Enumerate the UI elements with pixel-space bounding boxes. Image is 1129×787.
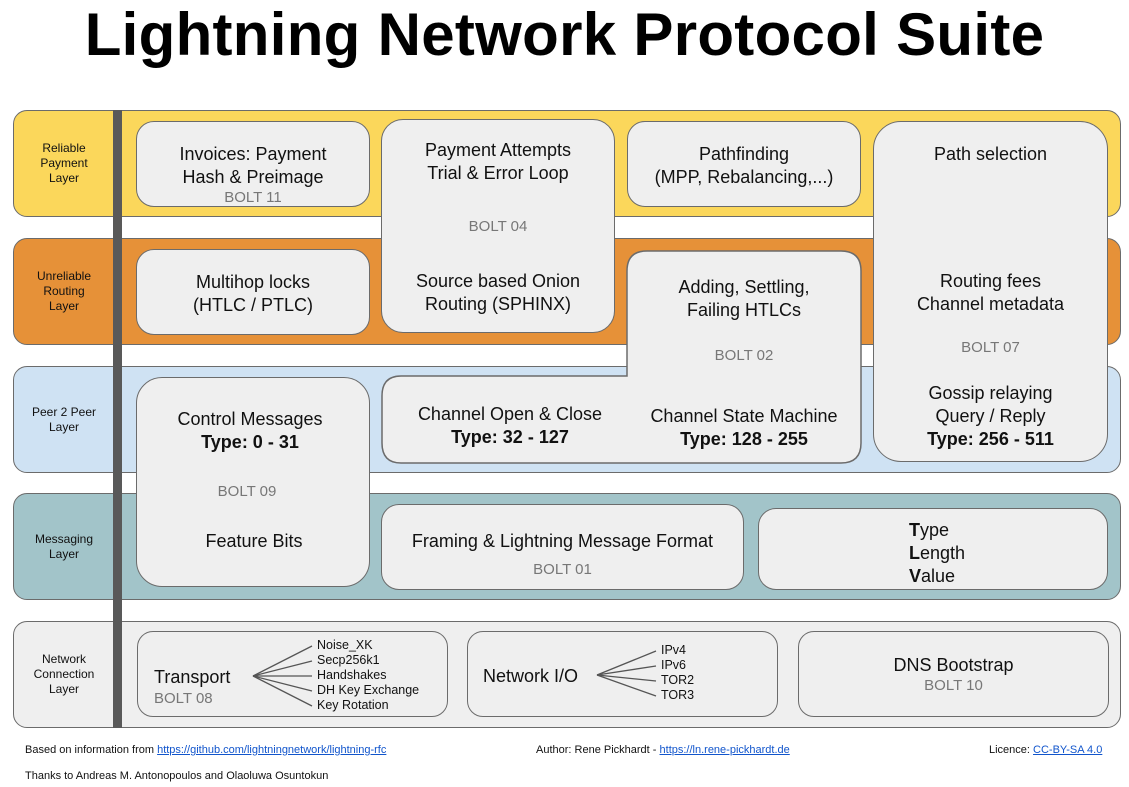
- dns-label: DNS Bootstrap: [893, 655, 1014, 675]
- htlc-line1: Adding, Settling,: [678, 277, 810, 297]
- control-type-range: Type: 0 - 31: [201, 432, 299, 452]
- tlv-type: Type: [909, 519, 949, 542]
- invoices-bolt: BOLT 11: [224, 189, 282, 206]
- onion-routing-line1: Source based Onion: [415, 271, 581, 291]
- box-path-selection: [873, 121, 1108, 462]
- footer-author-text: Author: Rene Pickhardt -: [536, 744, 660, 756]
- footer-source-text: Based on information from: [25, 744, 158, 756]
- transport-bolt: BOLT 08: [154, 690, 213, 707]
- box-pathfinding: [627, 121, 861, 207]
- channel-state-machine-line: Channel State Machine: [650, 406, 838, 426]
- tlv-value: Value: [909, 565, 955, 588]
- dns-bolt: BOLT 10: [924, 677, 983, 694]
- pathfinding-line2: (MPP, Rebalancing,...): [654, 167, 834, 187]
- tlv-type-rest: ype: [920, 520, 950, 540]
- tlv-value-initial: V: [909, 566, 922, 586]
- box-payment-attempts: [381, 119, 615, 333]
- query-reply-line: Query / Reply: [935, 406, 1046, 426]
- gossip-type-range: Type: 256 - 511: [927, 429, 1054, 449]
- channel-state-type-range: Type: 128 - 255: [680, 429, 808, 449]
- channel-open-close-line: Channel Open & Close: [417, 404, 603, 424]
- network-io-item: IPv4: [661, 643, 687, 657]
- path-selection-line1: Path selection: [933, 144, 1048, 164]
- control-bolt: BOLT 09: [217, 483, 277, 500]
- tlv-type-initial: T: [909, 520, 920, 540]
- htlc-line2: Failing HTLCs: [686, 300, 802, 320]
- tlv-length: Length: [909, 542, 965, 565]
- onion-routing-line2: Routing (SPHINX): [424, 294, 572, 314]
- network-io-label: Network I/O: [483, 666, 579, 686]
- footer-source: Based on information from https://github…: [25, 744, 386, 756]
- box-invoices: [136, 121, 370, 207]
- feature-bits-line: Feature Bits: [205, 531, 303, 551]
- box-htlc-channel: [381, 250, 862, 464]
- box-tlv: [758, 508, 1108, 590]
- network-io-item: IPv6: [661, 658, 687, 672]
- path-selection-bolt: BOLT 07: [961, 339, 1020, 356]
- framing-bolt: BOLT 01: [533, 561, 592, 578]
- tlv-value-rest: alue: [921, 566, 956, 586]
- transport-item: Key Rotation: [317, 698, 389, 712]
- vertical-divider: [113, 110, 122, 728]
- pathfinding-line1: Pathfinding: [698, 144, 790, 164]
- invoices-line1: Invoices: Payment: [179, 144, 327, 164]
- box-transport: [137, 631, 448, 717]
- box-multihop-locks: [136, 249, 370, 335]
- box-network-io: [467, 631, 778, 717]
- routing-fees-line: Routing fees: [939, 271, 1042, 291]
- tlv-length-initial: L: [909, 543, 920, 563]
- control-messages-line: Control Messages: [177, 409, 323, 429]
- footer-author-link[interactable]: https://ln.rene-pickhardt.de: [659, 744, 790, 756]
- transport-fan-lines: [252, 645, 313, 707]
- multihop-line2: (HTLC / PTLC): [192, 295, 313, 315]
- tlv-length-rest: ength: [920, 543, 966, 563]
- gossip-relaying-line: Gossip relaying: [928, 383, 1053, 403]
- network-io-item: TOR2: [661, 673, 695, 687]
- transport-label: Transport: [154, 667, 231, 687]
- box-dns-bootstrap: [798, 631, 1109, 717]
- transport-item: Secp256k1: [317, 653, 380, 667]
- multihop-line1: Multihop locks: [195, 272, 311, 292]
- transport-item: Noise_XK: [317, 638, 373, 652]
- channel-open-type-range: Type: 32 - 127: [451, 427, 569, 447]
- payment-attempts-line1: Payment Attempts: [424, 140, 572, 160]
- footer-source-link[interactable]: https://github.com/lightningnetwork/ligh…: [157, 744, 387, 756]
- transport-item: DH Key Exchange: [317, 683, 420, 697]
- footer-licence-text: Licence:: [989, 744, 1034, 756]
- footer-author: Author: Rene Pickhardt - https://ln.rene…: [536, 744, 790, 756]
- footer-licence: Licence: CC-BY-SA 4.0: [989, 744, 1102, 756]
- payment-attempts-bolt: BOLT 04: [468, 218, 528, 235]
- framing-line: Framing & Lightning Message Format: [411, 531, 714, 551]
- channel-metadata-line: Channel metadata: [916, 294, 1065, 314]
- network-io-fan-lines: [596, 650, 657, 697]
- invoices-line2: Hash & Preimage: [182, 167, 324, 187]
- box-framing: [381, 504, 744, 590]
- box-control-messages: [136, 377, 370, 587]
- htlc-bolt: BOLT 02: [714, 347, 774, 364]
- footer-thanks: Thanks to Andreas M. Antonopoulos and Ol…: [25, 770, 329, 782]
- page-title: Lightning Network Protocol Suite: [84, 1, 1045, 68]
- payment-attempts-line2: Trial & Error Loop: [427, 163, 569, 183]
- transport-item: Handshakes: [317, 668, 387, 682]
- footer-licence-link[interactable]: CC-BY-SA 4.0: [1033, 744, 1103, 756]
- network-io-item: TOR3: [661, 688, 695, 702]
